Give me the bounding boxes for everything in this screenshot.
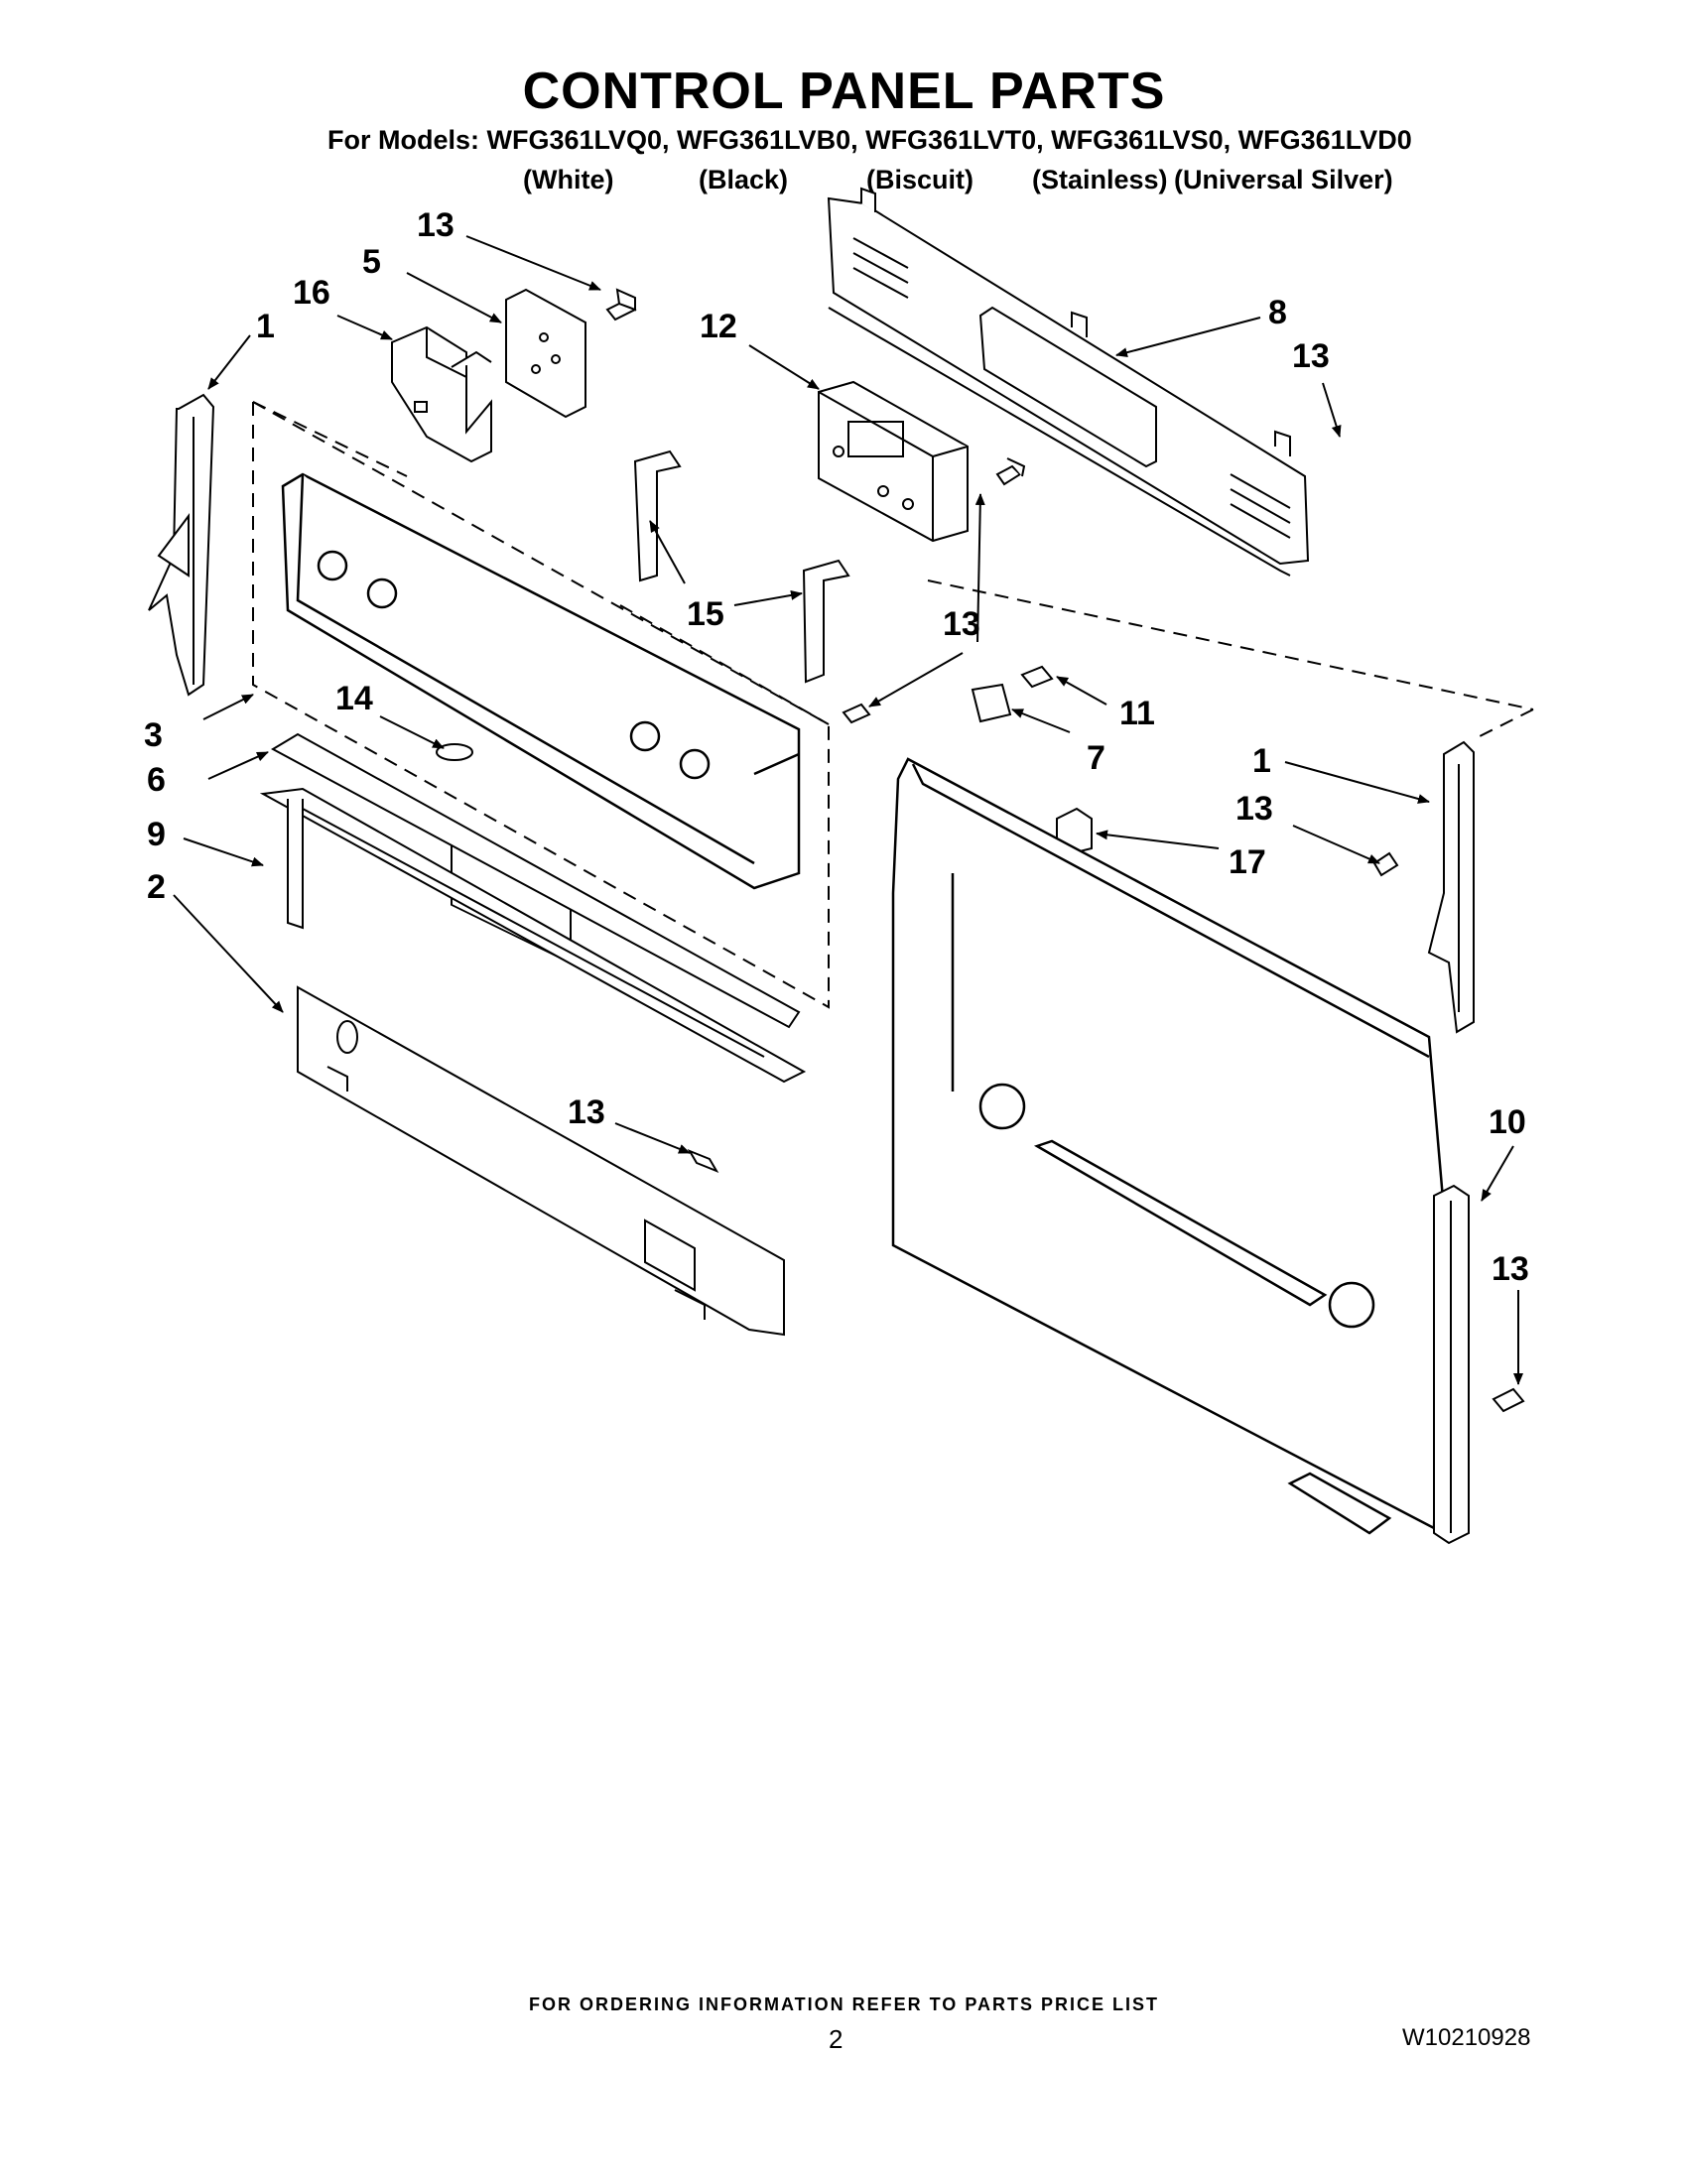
rear-panel-8 bbox=[827, 187, 1310, 577]
callout-7: 7 bbox=[1087, 739, 1105, 777]
bracket-15-upper bbox=[633, 450, 682, 582]
callout-17: 17 bbox=[1229, 843, 1266, 881]
callout-10: 10 bbox=[1489, 1103, 1526, 1141]
rear-cover-panel bbox=[891, 757, 1446, 1535]
ordering-info-footer: FOR ORDERING INFORMATION REFER TO PARTS … bbox=[528, 1994, 1159, 2014]
circuit-board-5 bbox=[505, 288, 586, 419]
support-channel-9 bbox=[259, 787, 807, 1084]
variant-universal-silver: (Universal Silver) bbox=[1174, 165, 1393, 194]
callout-5: 5 bbox=[362, 243, 381, 281]
screw-11 bbox=[1020, 665, 1054, 689]
callout-11: 11 bbox=[1119, 695, 1155, 732]
lower-panel-2 bbox=[297, 985, 785, 1337]
control-board-12 bbox=[818, 380, 969, 543]
callout-15: 15 bbox=[687, 595, 724, 633]
clip-7 bbox=[971, 683, 1012, 723]
models-line: For Models: WFG361LVQ0, WFG361LVB0, WFG3… bbox=[327, 125, 1412, 155]
leader-lines bbox=[173, 235, 1523, 1385]
variant-black: (Black) bbox=[699, 165, 789, 194]
page-number: 2 bbox=[829, 2024, 844, 2054]
callout-13-e: 13 bbox=[568, 1093, 605, 1131]
callout-1-right: 1 bbox=[1252, 742, 1271, 780]
callout-2: 2 bbox=[147, 868, 166, 906]
screw-13-d bbox=[842, 703, 871, 724]
callout-labels: 13 5 16 1 12 8 13 15 13 3 14 11 7 6 1 13… bbox=[144, 206, 1529, 1288]
screw-13-b bbox=[995, 457, 1026, 486]
side-bracket-10 bbox=[1433, 1184, 1470, 1545]
callout-16: 16 bbox=[293, 274, 330, 312]
page-title: CONTROL PANEL PARTS bbox=[522, 63, 1166, 120]
callout-12: 12 bbox=[700, 308, 737, 345]
callout-9: 9 bbox=[147, 816, 166, 853]
callout-3: 3 bbox=[144, 716, 163, 754]
callout-1-left: 1 bbox=[256, 308, 275, 345]
callout-8: 8 bbox=[1268, 294, 1287, 331]
document-number: W10210928 bbox=[1402, 2024, 1531, 2051]
callout-13-f: 13 bbox=[1492, 1250, 1529, 1288]
callout-13-c: 13 bbox=[943, 605, 980, 643]
control-panel-3 bbox=[281, 472, 801, 964]
screw-13-a bbox=[605, 288, 637, 321]
callout-14: 14 bbox=[335, 680, 373, 717]
callout-13-d: 13 bbox=[1235, 790, 1273, 828]
bracket-15-lower bbox=[802, 559, 850, 684]
badge-14 bbox=[436, 743, 473, 761]
side-trim-left bbox=[148, 393, 215, 697]
bracket-16 bbox=[391, 325, 492, 463]
side-trim-right bbox=[1427, 740, 1475, 1034]
trim-strip-6 bbox=[270, 732, 801, 1029]
callout-13-b: 13 bbox=[1292, 337, 1330, 375]
screw-13-f bbox=[1492, 1387, 1525, 1413]
screw-13-c bbox=[687, 1148, 719, 1174]
panel-envelope-outline bbox=[252, 401, 1534, 1009]
callout-13-a: 13 bbox=[417, 206, 454, 244]
variant-biscuit: (Biscuit) bbox=[866, 165, 974, 194]
callout-6: 6 bbox=[147, 761, 166, 799]
variant-stainless: (Stainless) bbox=[1032, 165, 1168, 194]
variant-white: (White) bbox=[523, 165, 614, 194]
screw-13-e bbox=[1372, 851, 1399, 877]
